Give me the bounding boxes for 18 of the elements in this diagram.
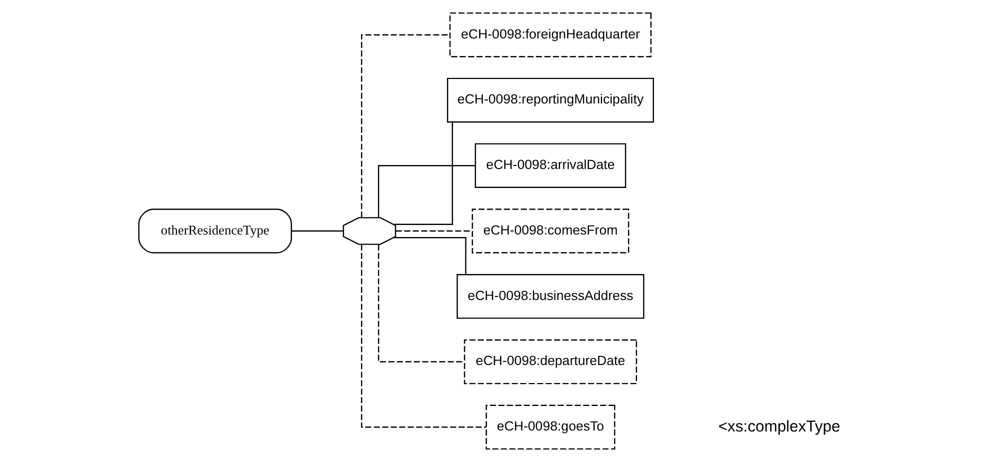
connector [393,237,466,275]
node-box: eCH-0098:reportingMunicipality [446,78,654,123]
connector [395,230,472,232]
node-box: otherResidenceType [138,208,292,254]
node-box: eCH-0098:goesTo [485,404,615,450]
node-box: eCH-0098:foreignHeadquarter [448,12,652,58]
node-box: eCH-0098:businessAddress [456,274,644,319]
connector [360,244,486,428]
node-box: eCH-0098:departureDate [463,339,637,384]
node-box: eCH-0098:arrivalDate [474,143,626,188]
connector [377,244,464,362]
node-octagon [342,217,396,245]
connector [360,34,450,218]
connector [377,165,475,218]
connector [392,122,453,225]
label: <xs:complexType [718,418,840,436]
connector [290,230,343,232]
node-box: eCH-0098:comesFrom [471,208,629,254]
